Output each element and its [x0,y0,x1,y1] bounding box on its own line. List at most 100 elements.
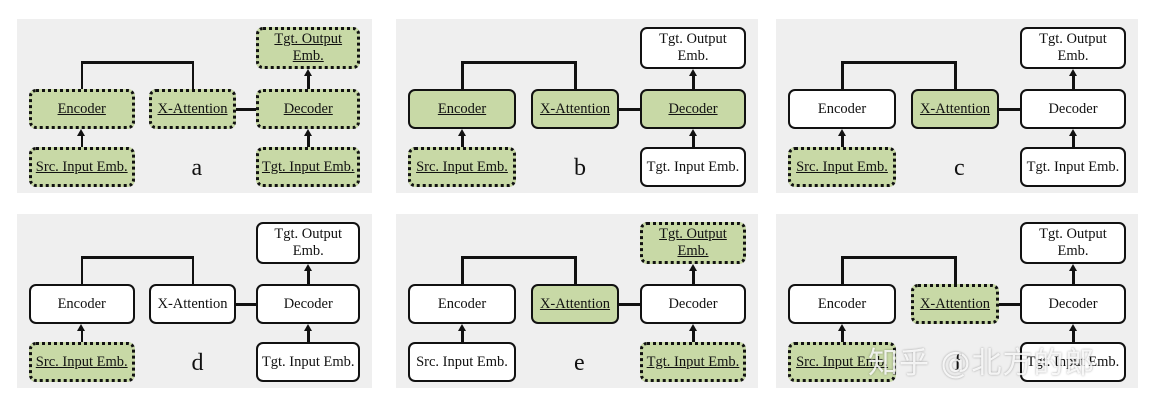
connector-encoder-up [461,256,464,284]
panel-letter-d: d [191,350,204,376]
connector-xattention-up [954,61,957,89]
panel-letter-c: c [954,155,965,181]
decoder-box: Decoder [640,89,746,129]
arrow-tgtin-to-decoder-shaft [692,135,695,147]
arrow-src-to-encoder-head [837,129,846,136]
src-input-emb-label: Src. Input Emb. [35,158,128,175]
tgt-output-emb-box: Tgt. Output Emb. [256,222,361,264]
encoder-label: Encoder [437,295,487,312]
connector-xattention-decoder [235,303,257,306]
arrow-tgtin-to-decoder-head [1068,129,1077,136]
tgt-input-emb-label: Tgt. Input Emb. [1026,353,1120,370]
connector-xattention-up [574,256,577,284]
tgt-output-emb-box: Tgt. Output Emb. [1020,27,1126,69]
connector-encoder-up [80,256,84,284]
connector-xattention-up [954,256,957,284]
encoder-label: Encoder [817,295,867,312]
watermark: 知乎 @北方的郎 [868,346,1096,381]
tgt-input-emb-label: Tgt. Input Emb. [646,158,740,175]
tgt-output-emb-label: Tgt. Output Emb. [274,31,343,64]
tgt-output-emb-label: Tgt. Output Emb. [1039,31,1107,64]
arrow-src-to-encoder-head [457,324,466,331]
x-attention-box: X-Attention [531,89,619,129]
tgt-output-emb-box: Tgt. Output Emb. [1020,222,1126,264]
tgt-output-emb-box: Tgt. Output Emb. [640,222,746,264]
src-input-emb-box: Src. Input Emb. [28,342,135,382]
src-input-emb-box: Src. Input Emb. [28,147,135,187]
arrow-tgtin-to-decoder-shaft [307,330,310,342]
src-input-emb-label: Src. Input Emb. [796,353,888,370]
arrow-decoder-to-tgtout-head [1068,69,1077,76]
arrow-src-to-encoder-head [77,324,86,331]
decoder-box: Decoder [1020,284,1126,324]
arrow-src-to-encoder-shaft [841,135,844,147]
arrow-src-to-encoder-shaft [80,135,84,147]
decoder-label: Decoder [283,295,333,312]
connector-xattention-up [574,61,577,89]
x-attention-box: X-Attention [149,284,236,324]
tgt-input-emb-label: Tgt. Input Emb. [646,353,740,370]
connector-xattention-up [191,61,195,89]
panel-letter-e: e [574,350,585,376]
x-attention-label: X-Attention [157,100,228,117]
decoder-label: Decoder [668,100,718,117]
src-input-emb-box: Src. Input Emb. [408,147,516,187]
arrow-decoder-to-tgtout-shaft [307,75,310,89]
arrow-tgtin-to-decoder-head [304,129,312,136]
connector-xattention-up [191,256,195,284]
connector-top-bar [841,61,956,64]
panel-letter-b: b [574,155,586,181]
decoder-box: Decoder [1020,89,1126,129]
connector-encoder-up [80,61,84,89]
src-input-emb-label: Src. Input Emb. [796,158,888,175]
connector-top-bar [841,256,956,259]
connector-xattention-decoder [235,108,257,111]
tgt-input-emb-label: Tgt. Input Emb. [261,158,355,175]
panel-letter-a: a [191,155,203,181]
tgt-input-emb-box: Tgt. Input Emb. [1020,147,1126,187]
src-input-emb-box: Src. Input Emb. [788,342,896,382]
arrow-src-to-encoder-head [837,324,846,331]
decoder-box: Decoder [256,89,361,129]
arrow-decoder-to-tgtout-head [688,69,697,76]
encoder-label: Encoder [57,295,106,312]
encoder-box: Encoder [408,89,516,129]
arrow-tgtin-to-decoder-shaft [1072,330,1075,342]
x-attention-label: X-Attention [157,295,228,312]
encoder-label: Encoder [817,100,867,117]
panel-letter-f: f [954,350,962,376]
x-attention-label: X-Attention [919,100,991,117]
x-attention-box: X-Attention [149,89,236,129]
tgt-output-emb-label: Tgt. Output Emb. [1039,226,1107,259]
x-attention-box: X-Attention [531,284,619,324]
arrow-src-to-encoder-shaft [461,330,464,342]
tgt-input-emb-label: Tgt. Input Emb. [261,353,355,370]
tgt-input-emb-box: Tgt. Input Emb. [256,342,361,382]
arrow-src-to-encoder-shaft [80,330,84,342]
encoder-box: Encoder [788,284,896,324]
arrow-src-to-encoder-shaft [841,330,844,342]
arrow-tgtin-to-decoder-shaft [1072,135,1075,147]
arrow-tgtin-to-decoder-head [688,129,697,136]
connector-xattention-decoder [999,303,1020,306]
arrow-decoder-to-tgtout-shaft [307,270,310,284]
arrow-decoder-to-tgtout-head [304,69,312,76]
arrow-tgtin-to-decoder-shaft [307,135,310,147]
encoder-label: Encoder [437,100,487,117]
encoder-box: Encoder [28,284,135,324]
tgt-output-emb-label: Tgt. Output Emb. [274,226,343,259]
x-attention-box: X-Attention [911,284,999,324]
x-attention-label: X-Attention [539,295,611,312]
tgt-input-emb-box: Tgt. Input Emb. [256,147,361,187]
decoder-label: Decoder [1048,295,1098,312]
arrow-tgtin-to-decoder-shaft [692,330,695,342]
src-input-emb-label: Src. Input Emb. [416,158,508,175]
decoder-label: Decoder [283,100,333,117]
src-input-emb-label: Src. Input Emb. [416,353,508,370]
x-attention-label: X-Attention [919,295,991,312]
tgt-output-emb-label: Tgt. Output Emb. [659,226,727,259]
connector-top-bar [461,256,576,259]
